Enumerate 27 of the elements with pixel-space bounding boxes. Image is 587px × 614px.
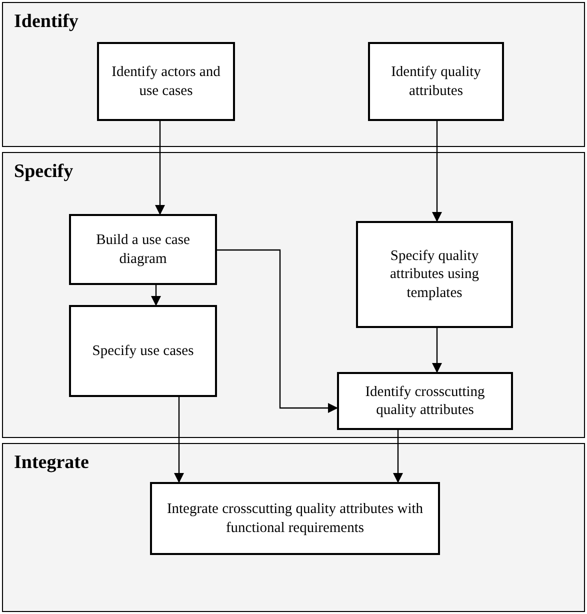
arrow <box>432 121 442 222</box>
group-panel <box>2 443 585 612</box>
group-title: Specify <box>14 161 74 183</box>
box-label: Identify actors and use cases <box>110 63 222 100</box>
process-box <box>69 305 217 397</box>
arrow <box>151 285 161 306</box>
box-label: Specify quality attributes using templates <box>388 247 480 302</box>
arrow <box>174 397 184 483</box>
arrow <box>393 430 403 483</box>
process-box <box>69 214 217 285</box>
box-label: Integrate crosscutting quality attributes with functional requirements <box>166 500 424 537</box>
group-panel <box>2 152 585 438</box>
group-title: Identify <box>14 11 78 33</box>
box-label: Specify use cases <box>92 342 194 360</box>
box-label: Identify quality attributes <box>390 63 482 100</box>
box-label: Build a use case diagram <box>95 231 191 268</box>
process-box <box>150 482 440 555</box>
group-title: Integrate <box>14 452 89 474</box>
process-box <box>97 42 235 121</box>
process-box <box>368 42 504 121</box>
box-label: Identify crosscutting quality attributes <box>364 382 486 420</box>
arrow <box>432 328 442 373</box>
arrow <box>155 121 165 215</box>
group-panel <box>2 2 585 147</box>
process-box <box>356 221 513 328</box>
process-box <box>337 372 513 430</box>
arrow <box>217 249 338 413</box>
